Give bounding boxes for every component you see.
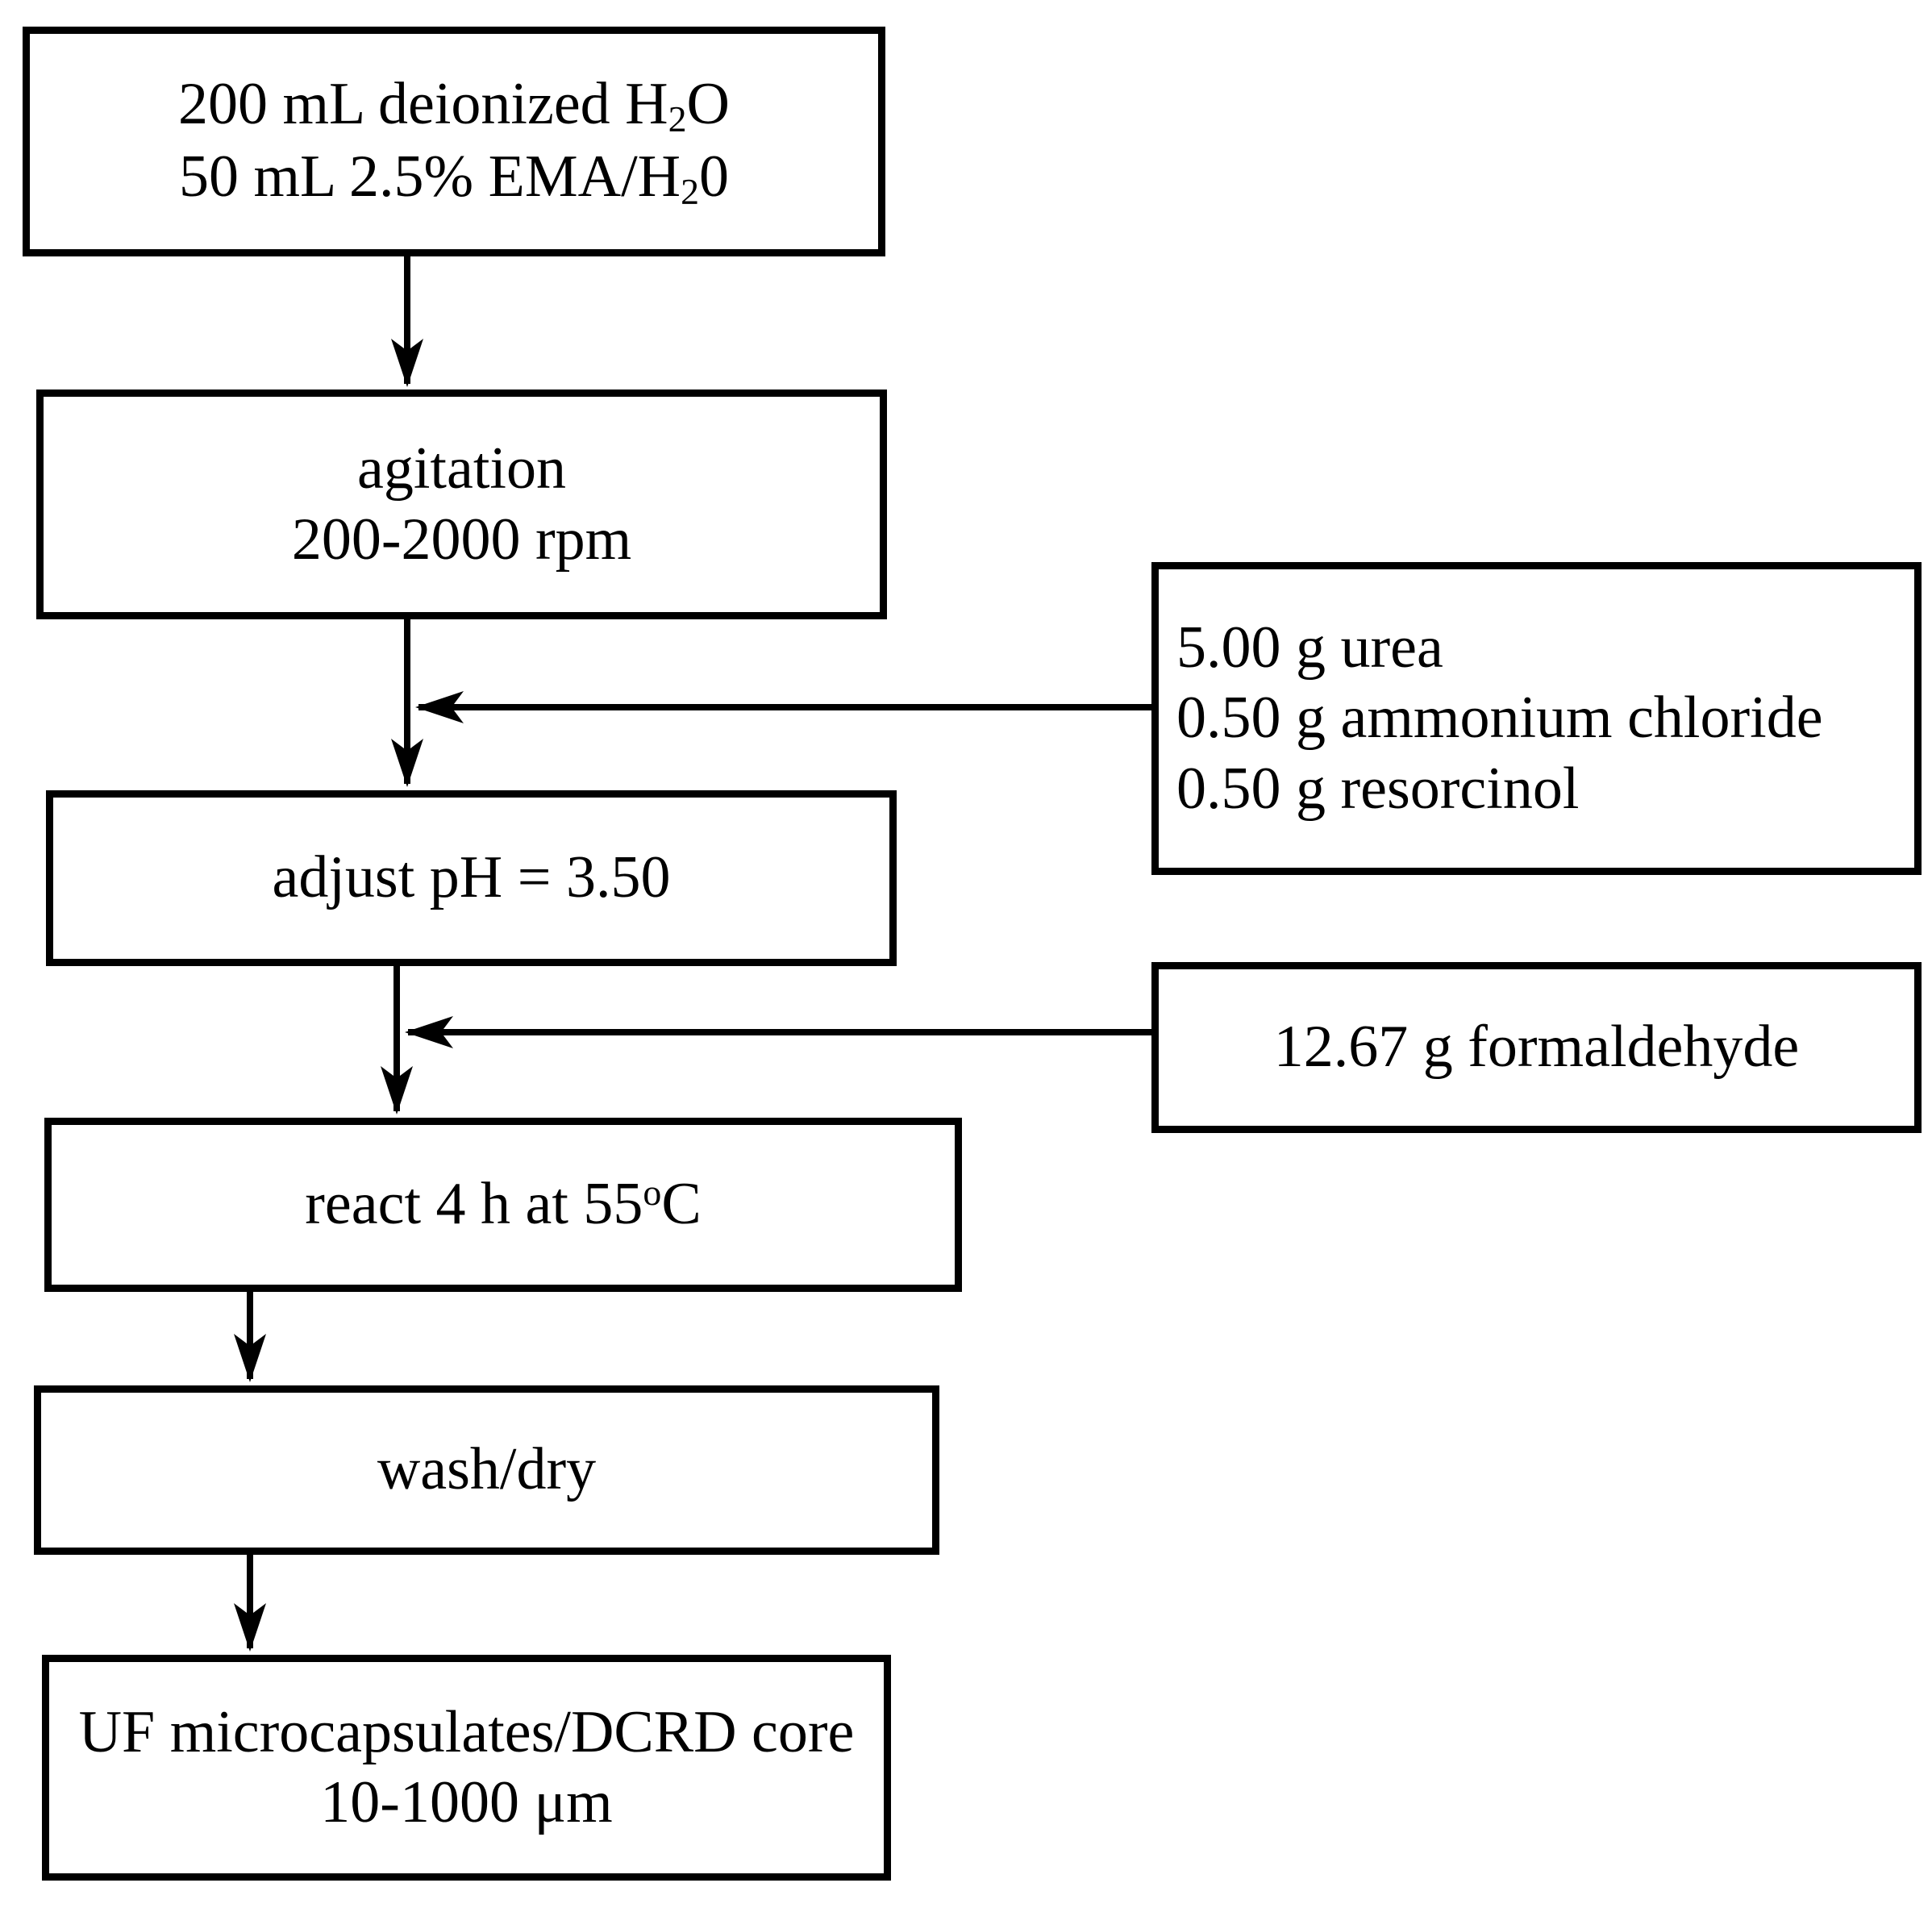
product-line-1: UF microcapsulates/DCRD core	[78, 1698, 855, 1765]
urea-mix-line-1: 5.00 g urea	[1176, 614, 1443, 681]
feed-line-1: 200 mL deionized H2O	[178, 71, 730, 140]
urea-mix-line-3: 0.50 g resorcinol	[1176, 755, 1580, 822]
input-box-formaldehyde: 12.67 g formaldehyde	[1151, 962, 1922, 1133]
step-box-feed: 200 mL deionized H2O 50 mL 2.5% EMA/H20	[23, 27, 885, 256]
step-box-wash-dry: wash/dry	[34, 1385, 939, 1555]
step-box-product: UF microcapsulates/DCRD core 10-1000 μm	[42, 1655, 891, 1881]
react-line: react 4 h at 55oC	[305, 1171, 702, 1238]
agitation-line-2: 200-2000 rpm	[291, 506, 632, 573]
wash-dry-line: wash/dry	[377, 1436, 597, 1503]
input-box-urea-mix: 5.00 g urea 0.50 g ammonium chloride 0.5…	[1151, 562, 1922, 875]
step-box-agitation: agitation 200-2000 rpm	[36, 390, 887, 619]
step-box-adjust-ph: adjust pH = 3.50	[46, 790, 897, 966]
urea-mix-line-2: 0.50 g ammonium chloride	[1176, 685, 1823, 752]
feed-line-2: 50 mL 2.5% EMA/H20	[178, 143, 730, 212]
step-box-react: react 4 h at 55oC	[44, 1118, 962, 1292]
adjust-ph-line: adjust pH = 3.50	[272, 844, 671, 911]
agitation-line-1: agitation	[357, 435, 566, 502]
product-line-2: 10-1000 μm	[320, 1769, 613, 1835]
formaldehyde-line: 12.67 g formaldehyde	[1273, 1014, 1800, 1081]
